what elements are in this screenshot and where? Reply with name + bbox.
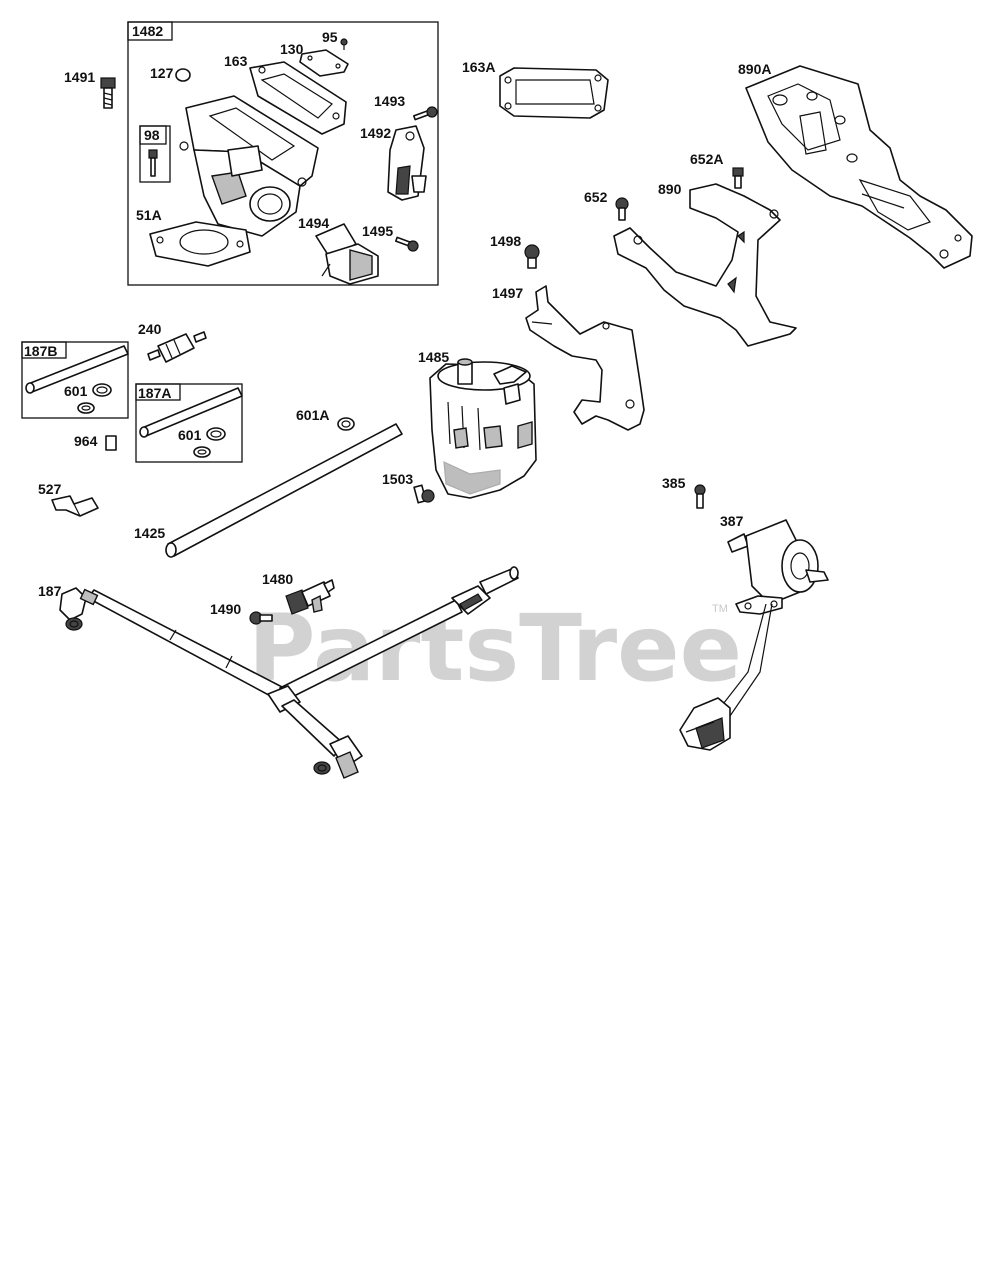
- callout-601-187B[interactable]: 601: [64, 383, 88, 399]
- callout-1490[interactable]: 1490: [210, 601, 241, 617]
- callout-1491[interactable]: 1491: [64, 69, 95, 85]
- kit-187B-frame: [21, 341, 129, 419]
- kit-187B-tag: [21, 341, 67, 359]
- callout-1503[interactable]: 1503: [382, 471, 413, 487]
- callout-1485[interactable]: 1485: [418, 349, 449, 365]
- part-1485-fuel-canister[interactable]: [429, 358, 537, 499]
- part-1482-throttle-body[interactable]: [179, 95, 319, 237]
- callout-1495[interactable]: 1495: [362, 223, 393, 239]
- part-890-bracket[interactable]: [613, 183, 797, 347]
- part-601-clamp-187B[interactable]: [77, 383, 112, 414]
- part-163-gasket[interactable]: [249, 61, 347, 135]
- part-1495-screw[interactable]: [394, 236, 419, 252]
- part-1498-bolt[interactable]: [524, 244, 540, 269]
- part-1425-tube[interactable]: [165, 423, 403, 558]
- callout-163A[interactable]: 163A: [462, 59, 495, 75]
- part-95-screw[interactable]: [340, 38, 348, 50]
- callout-652A[interactable]: 652A: [690, 151, 723, 167]
- part-652A-bolt[interactable]: [732, 167, 744, 189]
- callout-130[interactable]: 130: [280, 41, 304, 57]
- callout-387[interactable]: 387: [720, 513, 744, 529]
- part-964-sleeve[interactable]: [105, 435, 117, 451]
- part-163A-gasket[interactable]: [499, 67, 609, 119]
- part-1480-injector[interactable]: [285, 579, 335, 615]
- callout-1425[interactable]: 1425: [134, 525, 165, 541]
- callout-1494[interactable]: 1494: [298, 215, 329, 231]
- part-601A-clamp[interactable]: [337, 417, 355, 431]
- part-187-fuel-line-assembly[interactable]: [59, 566, 519, 779]
- callout-385[interactable]: 385: [662, 475, 686, 491]
- kit-1482-frame: [127, 21, 439, 286]
- part-130-gasket[interactable]: [299, 49, 349, 77]
- callout-601A[interactable]: 601A: [296, 407, 329, 423]
- part-527-clip[interactable]: [51, 495, 99, 517]
- callout-187[interactable]: 187: [38, 583, 62, 599]
- callout-163[interactable]: 163: [224, 53, 248, 69]
- part-385-screw[interactable]: [694, 484, 706, 509]
- part-127-plug[interactable]: [175, 68, 191, 82]
- callout-240[interactable]: 240: [138, 321, 162, 337]
- part-98-screw[interactable]: [148, 149, 158, 177]
- kit-187A-frame: [135, 383, 243, 463]
- part-1494-actuator[interactable]: [315, 223, 379, 285]
- kit-98-label[interactable]: 98: [144, 127, 160, 143]
- callout-127[interactable]: 127: [150, 65, 174, 81]
- callout-1497[interactable]: 1497: [492, 285, 523, 301]
- part-1490-screw[interactable]: [249, 611, 273, 625]
- part-1493-screw[interactable]: [412, 106, 438, 121]
- callout-1498[interactable]: 1498: [490, 233, 521, 249]
- part-1492-sensor[interactable]: [387, 125, 427, 201]
- kit-1482-tag: [127, 21, 173, 41]
- callout-51A[interactable]: 51A: [136, 207, 162, 223]
- kit-187A-label[interactable]: 187A: [138, 385, 171, 401]
- part-890A-bracket[interactable]: [745, 65, 973, 269]
- callout-890[interactable]: 890: [658, 181, 682, 197]
- kit-187A-tag: [135, 383, 181, 401]
- part-1497-bracket[interactable]: [525, 285, 645, 431]
- callout-527[interactable]: 527: [38, 481, 62, 497]
- callout-652[interactable]: 652: [584, 189, 608, 205]
- callout-601-187A[interactable]: 601: [178, 427, 202, 443]
- callout-964[interactable]: 964: [74, 433, 98, 449]
- part-240-fuel-filter[interactable]: [147, 331, 207, 363]
- part-187A-hose[interactable]: [139, 387, 243, 438]
- callout-1492[interactable]: 1492: [360, 125, 391, 141]
- callout-890A[interactable]: 890A: [738, 61, 771, 77]
- callout-1493[interactable]: 1493: [374, 93, 405, 109]
- callout-1480[interactable]: 1480: [262, 571, 293, 587]
- part-187B-hose[interactable]: [25, 345, 129, 394]
- watermark: PartsTree: [248, 595, 742, 702]
- callout-95[interactable]: 95: [322, 29, 338, 45]
- kit-98-tag: [139, 125, 167, 145]
- kit-1482-label[interactable]: 1482: [132, 23, 163, 39]
- watermark-tm: TM: [712, 603, 728, 615]
- part-1491-bolt[interactable]: [100, 77, 116, 109]
- part-51A-gasket[interactable]: [149, 221, 251, 267]
- part-1503-bolt[interactable]: [413, 484, 435, 504]
- part-601-clamp-187A[interactable]: [193, 427, 226, 458]
- part-387-fuel-pump[interactable]: [679, 519, 829, 751]
- part-652-bolt[interactable]: [615, 197, 629, 221]
- kit-187B-label[interactable]: 187B: [24, 343, 57, 359]
